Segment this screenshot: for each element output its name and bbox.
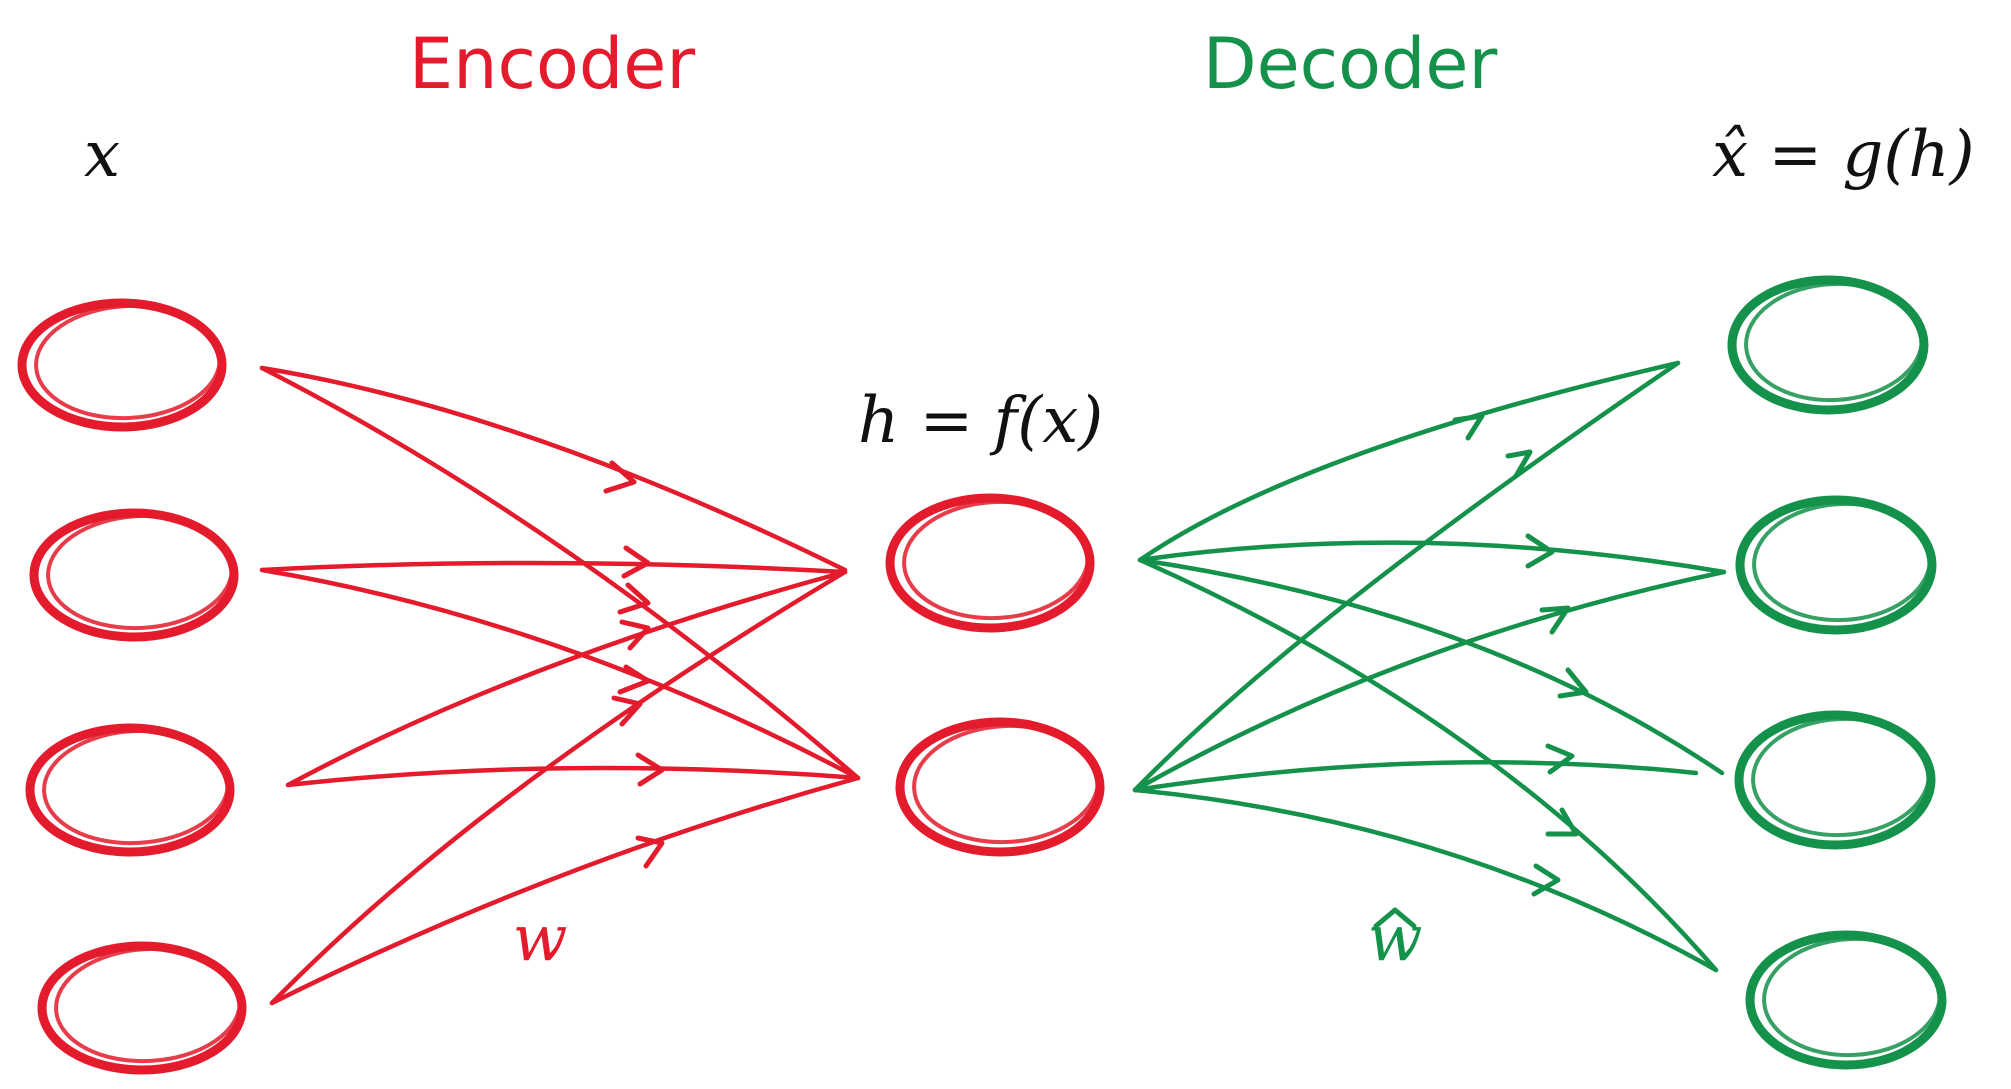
decoder-weight-hat: [1373, 907, 1417, 929]
edge-h2-out2: [1132, 569, 1727, 793]
input-node: [37, 941, 247, 1075]
input-label-x: x: [84, 118, 120, 192]
input-node: [29, 508, 239, 642]
edge-in2-h2: [259, 567, 861, 781]
edge-in4-h2: [269, 775, 861, 1006]
input-layer: [17, 298, 247, 1075]
arrowhead: [617, 664, 651, 695]
arrowhead: [1539, 605, 1571, 635]
output-node: [1745, 930, 1947, 1070]
edge-h2-out1: [1132, 360, 1681, 793]
arrowhead: [619, 619, 651, 651]
arrowhead: [635, 752, 665, 787]
hidden-node: [895, 717, 1105, 857]
output-label: x̂ = g(h): [1712, 118, 1975, 192]
edge-h1-out3: [1137, 557, 1725, 776]
arrowhead: [635, 835, 665, 869]
arrowhead: [611, 695, 643, 727]
output-node: [1735, 495, 1937, 635]
hidden-layer: [885, 493, 1105, 857]
output-layer: [1727, 275, 1947, 1070]
edge-h1-out1: [1137, 360, 1681, 563]
input-node: [17, 298, 227, 432]
arrowhead: [1525, 533, 1555, 569]
edge-in3-h2: [285, 765, 861, 788]
edge-in2-h1: [259, 560, 848, 575]
decoder-edges: [1132, 360, 1727, 973]
edge-h1-out2: [1137, 540, 1727, 575]
arrowhead: [617, 582, 651, 615]
hidden-node: [885, 493, 1095, 633]
decoder-weight-label: w: [1368, 902, 1423, 976]
arrowhead: [1505, 449, 1533, 479]
output-node: [1727, 275, 1929, 415]
arrowhead: [1545, 807, 1579, 837]
edge-h2-out4: [1132, 787, 1719, 973]
arrowhead: [1545, 743, 1575, 775]
hidden-label: h = f(x): [858, 384, 1103, 458]
edge-in1-h2: [259, 365, 861, 781]
encoder-edges: [259, 365, 861, 1006]
input-node: [25, 723, 235, 857]
output-node: [1734, 710, 1936, 850]
decoder-title: Decoder: [1203, 23, 1498, 105]
arrowhead: [1557, 667, 1589, 699]
arrowhead: [621, 545, 651, 579]
encoder-weight-label: w: [513, 902, 568, 976]
edge-in1-h1: [259, 365, 848, 573]
arrowhead: [603, 460, 637, 494]
edge-h2-out3: [1132, 760, 1699, 793]
edge-in4-h1: [269, 569, 848, 1006]
arrowhead: [1531, 863, 1561, 897]
arrowhead: [1452, 413, 1485, 441]
edge-in3-h1: [285, 569, 848, 788]
edge-h1-out4: [1137, 557, 1719, 973]
encoder-title: Encoder: [409, 23, 695, 105]
